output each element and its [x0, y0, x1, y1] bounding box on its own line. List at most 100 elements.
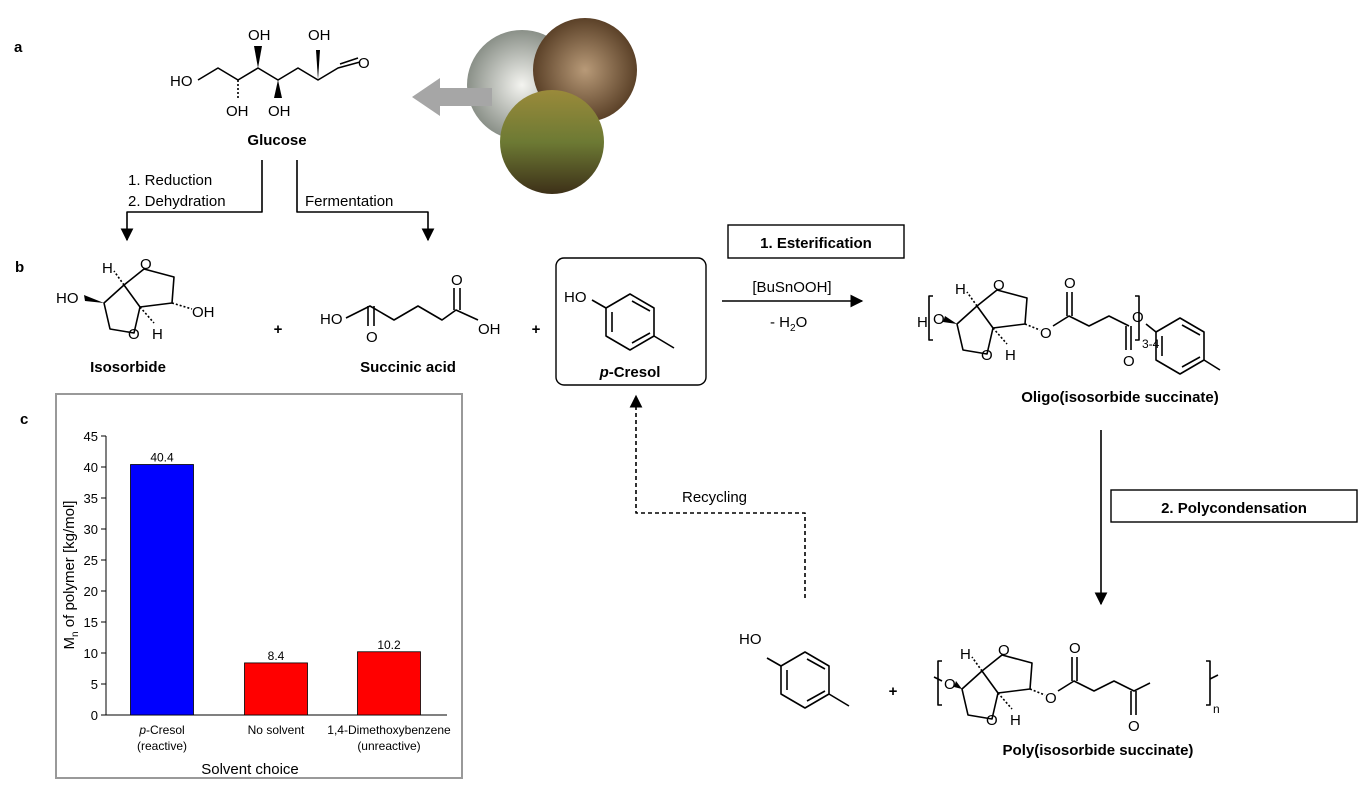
o-label: O — [366, 329, 378, 346]
h-label: H — [1005, 347, 1016, 364]
catalyst-label: [BuSnOOH] — [752, 279, 831, 296]
o-label: O — [451, 272, 463, 289]
o-label: O — [1045, 690, 1057, 707]
bar — [130, 464, 194, 716]
oligo-structure: H O H O O H O O O 3-4 O — [917, 275, 1221, 375]
glucose-structure: HO O OH OH OH OH Glucose — [170, 27, 370, 149]
plus-sign: + — [889, 683, 898, 700]
ho-label: HO — [56, 290, 79, 307]
sugarcane-photo — [500, 90, 604, 194]
reduction-label: 1. Reduction — [128, 172, 212, 189]
o-label: O — [1132, 309, 1144, 326]
p-cresol-box — [555, 257, 707, 386]
y-tick-label: 20 — [84, 584, 98, 599]
panel-label-a: a — [14, 39, 23, 56]
o-label: O — [1123, 353, 1135, 370]
oh-label: OH — [192, 304, 215, 321]
poly-structure: O H O O H O O O n — [933, 640, 1220, 735]
biomass-photos — [467, 18, 637, 194]
repeat-label: n — [1213, 702, 1220, 716]
panel-label-b: b — [15, 259, 24, 276]
y-tick-label: 30 — [84, 522, 98, 537]
repeat-label: 3-4 — [1142, 337, 1160, 351]
polycondensation-label: 2. Polycondensation — [1161, 500, 1307, 517]
plus-sign: + — [274, 321, 283, 338]
y-tick-label: 5 — [91, 677, 98, 692]
y-tick-label: 0 — [91, 708, 98, 723]
data-label: 8.4 — [268, 649, 285, 663]
succinic-acid-structure: HO O O OH — [320, 272, 501, 346]
fermentation-label: Fermentation — [305, 193, 393, 210]
gray-arrow-icon — [412, 78, 492, 116]
plus-sign: + — [532, 321, 541, 338]
o-label: O — [128, 326, 140, 343]
oh-label: OH — [226, 103, 249, 120]
y-axis-label: Mn of polymer [kg/mol] — [61, 501, 81, 650]
y-tick-label: 40 — [84, 460, 98, 475]
x-tick-sublabel: (unreactive) — [357, 739, 420, 753]
ho-label: HO — [170, 73, 193, 90]
o-label: O — [1040, 325, 1052, 342]
y-tick-label: 10 — [84, 646, 98, 661]
succinic-acid-label: Succinic acid — [360, 359, 456, 376]
data-label: 40.4 — [150, 451, 174, 465]
esterification-box — [727, 224, 905, 259]
h-label: H — [917, 314, 928, 331]
ho-label: HO — [564, 289, 587, 306]
recycling-label: Recycling — [682, 489, 747, 506]
byproduct-label: - H2O — [770, 314, 807, 334]
h-label: H — [152, 326, 163, 343]
o-label: O — [993, 277, 1005, 294]
oh-label: OH — [308, 27, 331, 44]
h-label: H — [1010, 712, 1021, 729]
isosorbide-structure: H O O H OH HO — [56, 256, 215, 343]
ho-label: HO — [739, 631, 762, 648]
o-label: O — [1128, 718, 1140, 735]
ho-label: HO — [320, 311, 343, 328]
panel-label-c: c — [20, 411, 28, 428]
x-tick-label: No solvent — [248, 723, 305, 737]
x-tick-label: p-Cresol — [138, 723, 184, 737]
dehydration-label: 2. Dehydration — [128, 193, 226, 210]
reduction-arrow — [120, 160, 263, 242]
bar-chart: 0 5 10 15 20 25 30 35 40 45 40.4 p-Cresol (reactive)… — [84, 429, 451, 753]
bar — [357, 651, 421, 716]
o-label: O — [1069, 640, 1081, 657]
isosorbide-label: Isosorbide — [90, 359, 166, 376]
y-tick-label: 45 — [84, 429, 98, 444]
h-label: H — [102, 260, 113, 277]
x-tick-label: 1,4-Dimethoxybenzene — [327, 723, 451, 737]
o-label: O — [986, 712, 998, 729]
h-label: H — [960, 646, 971, 663]
o-label: O — [140, 256, 152, 273]
data-label: 10.2 — [377, 638, 401, 652]
h-label: H — [955, 281, 966, 298]
o-label: O — [358, 55, 370, 72]
oligo-label: Oligo(isosorbide succinate) — [1021, 389, 1219, 406]
o-label: O — [1064, 275, 1076, 292]
oh-label: OH — [478, 321, 501, 338]
fermentation-arrow — [296, 160, 435, 242]
bar — [244, 662, 308, 716]
recovered-p-cresol-structure: HO — [739, 631, 850, 709]
x-axis-label: Solvent choice — [201, 761, 299, 778]
p-cresol-structure: HO — [564, 289, 675, 351]
y-tick-label: 15 — [84, 615, 98, 630]
y-tick-label: 25 — [84, 553, 98, 568]
chart-frame — [55, 393, 463, 779]
o-label: O — [944, 676, 956, 693]
y-tick-label: 35 — [84, 491, 98, 506]
o-label: O — [981, 347, 993, 364]
p-cresol-label: p-Cresol — [599, 364, 661, 381]
o-label: O — [933, 311, 945, 328]
o-label: O — [998, 642, 1010, 659]
x-tick-sublabel: (reactive) — [137, 739, 187, 753]
polycondensation-box — [1110, 489, 1358, 523]
oh-label: OH — [248, 27, 271, 44]
glucose-label: Glucose — [247, 132, 306, 149]
recycling-arrow — [629, 394, 806, 598]
esterification-label: 1. Esterification — [760, 235, 872, 252]
poly-label: Poly(isosorbide succinate) — [1003, 742, 1194, 759]
oh-label: OH — [268, 103, 291, 120]
